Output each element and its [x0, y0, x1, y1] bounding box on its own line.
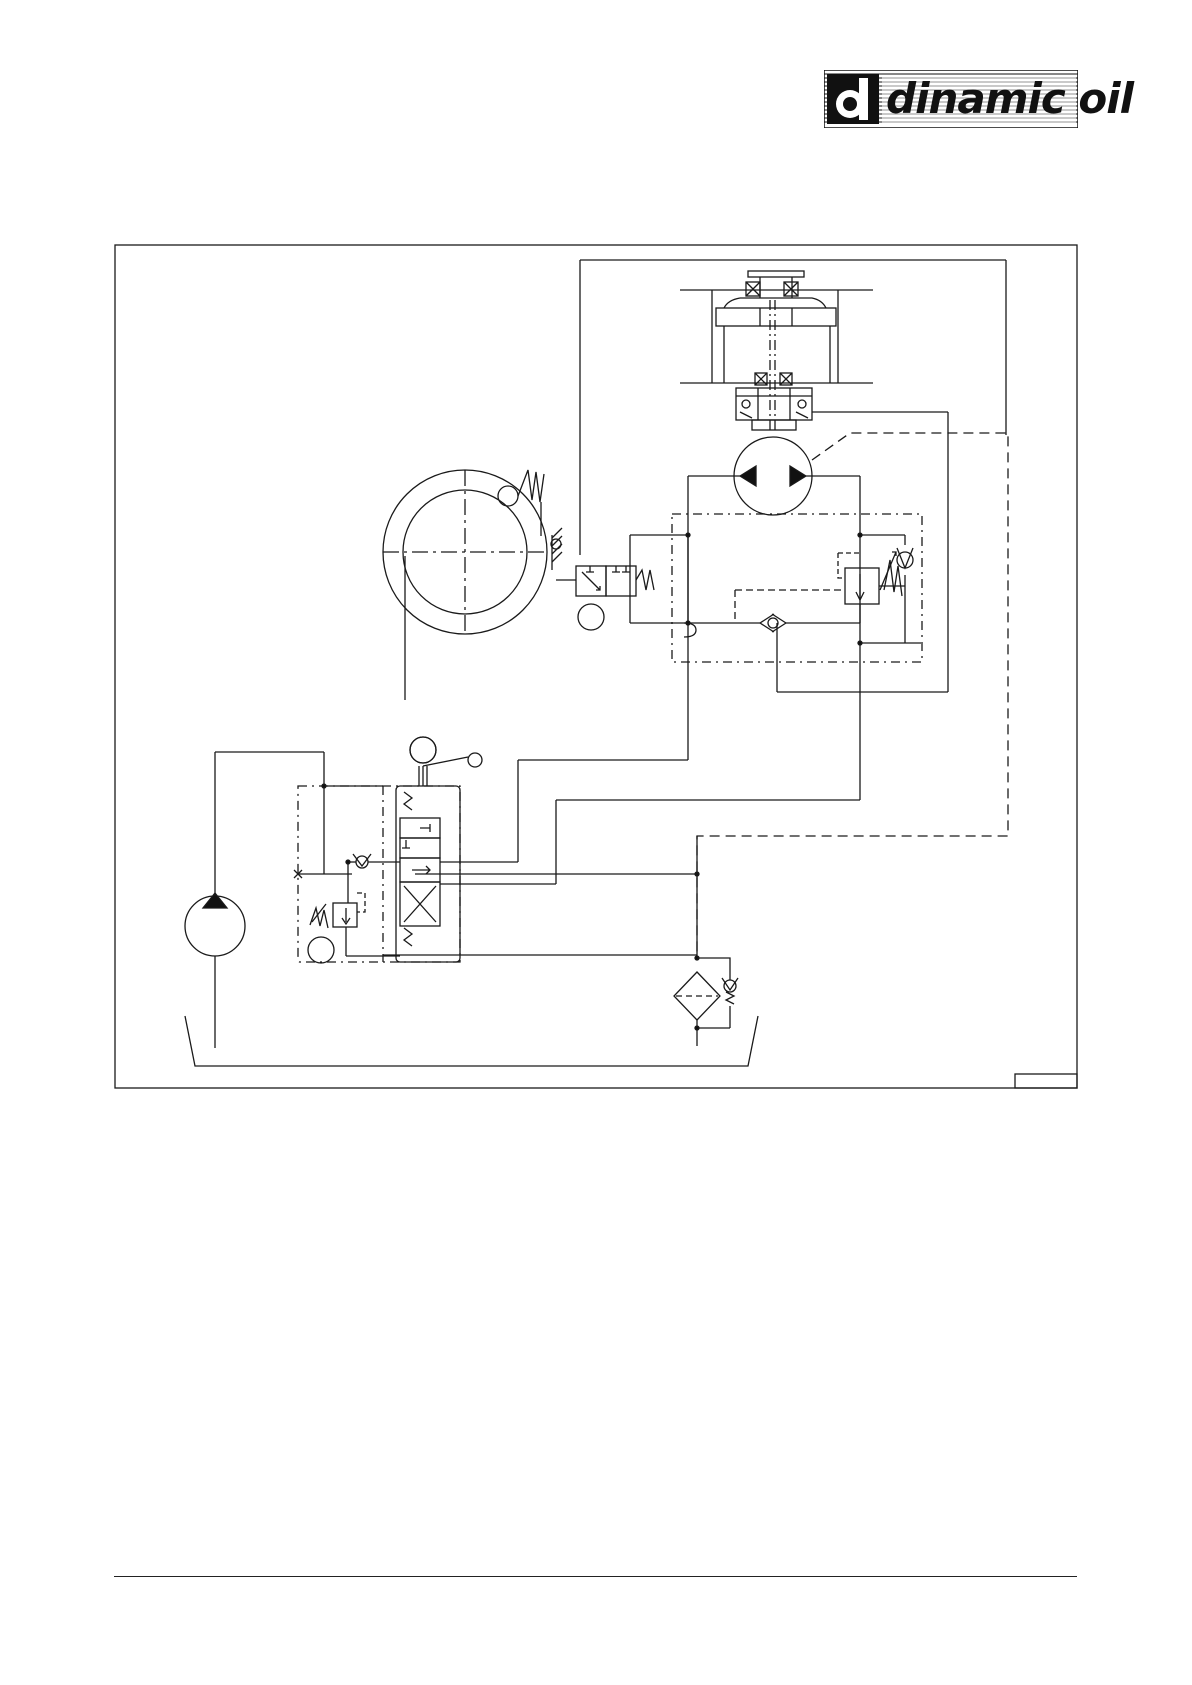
motor-valve-block — [630, 514, 922, 662]
footer-rule — [114, 1576, 1077, 1577]
callout-markers — [410, 737, 436, 763]
oil-tank — [185, 1016, 758, 1066]
return-filter — [674, 958, 738, 1046]
piping — [294, 653, 860, 960]
hydraulic-pump — [185, 752, 324, 1048]
drawing-frame — [115, 245, 1077, 1088]
title-block-tab — [1015, 1074, 1077, 1088]
directional-control-valve — [298, 737, 482, 963]
brake-drum — [383, 470, 562, 700]
shuttle-valve — [735, 590, 948, 692]
counterbalance-valve — [838, 548, 913, 623]
hydraulic-motor — [688, 433, 1008, 958]
brake-release-valve — [556, 566, 654, 630]
relief-valve — [310, 854, 371, 928]
